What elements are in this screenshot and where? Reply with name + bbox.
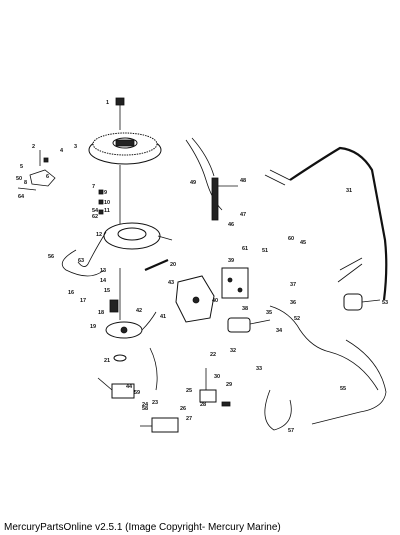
callout-46: 46 [228,222,234,228]
image-caption: MercuryPartsOnline v2.5.1 (Image Copyrig… [4,522,281,533]
callout-42: 42 [136,308,142,314]
callout-43: 43 [168,280,174,286]
callout-16: 16 [68,290,74,296]
lower-lead [264,389,292,431]
callout-11: 11 [104,208,110,214]
callout-57: 57 [288,428,294,434]
callout-60: 60 [288,236,294,242]
callout-32: 32 [230,348,236,354]
callout-8: 8 [24,180,27,186]
callout-12: 12 [96,232,102,238]
callout-30: 30 [214,374,220,380]
stator [77,222,173,267]
main-harness [264,146,388,301]
lower-harness [269,305,379,391]
callout-23: 23 [152,400,158,406]
callout-22: 22 [210,352,216,358]
callout-48: 48 [240,178,246,184]
callout-62: 62 [92,214,98,220]
callout-24: 24 [142,402,149,408]
callout-5: 5 [20,164,23,170]
spacer [113,354,127,362]
trigger-assembly [105,268,157,339]
lower-center-parts [199,368,231,407]
callout-6: 6 [46,174,49,180]
exploded-parts-diagram: 1 2 3 4 5 6 7 8 9 10 11 12 13 14 15 16 1… [16,97,388,434]
callout-29: 29 [226,382,232,388]
callout-34: 34 [276,328,283,334]
callout-2: 2 [32,144,35,150]
callout-56: 56 [48,254,54,260]
callout-3: 3 [74,144,77,150]
callout-36: 36 [290,300,296,306]
coil-bracket-parts [17,150,56,191]
callout-27: 27 [186,416,192,422]
callout-53: 53 [382,300,388,306]
callout-9: 9 [104,190,107,196]
callout-55: 55 [340,386,346,392]
callout-39: 39 [228,258,234,264]
callout-1: 1 [106,100,109,106]
callout-4: 4 [60,148,64,154]
callout-63: 63 [78,258,84,264]
switch-box [221,267,249,299]
flywheel-nut [115,97,125,130]
callout-20: 20 [170,262,176,268]
stator-lead [61,249,105,277]
callout-19: 19 [90,324,96,330]
callout-38: 38 [242,306,248,312]
callout-44: 44 [126,384,133,390]
callout-labels: 1 2 3 4 5 6 7 8 9 10 11 12 13 14 15 16 1… [16,100,388,434]
callout-14: 14 [100,278,107,284]
callout-45: 45 [300,240,306,246]
center-harness [185,137,238,221]
callout-47: 47 [240,212,246,218]
center-bracket [175,275,215,323]
callout-10: 10 [104,200,110,206]
callout-35: 35 [266,310,272,316]
callout-52: 52 [294,316,300,322]
flywheel [88,132,162,165]
callout-15: 15 [104,288,110,294]
link-rod [144,258,169,272]
callout-37: 37 [290,282,296,288]
callout-50: 50 [16,176,22,182]
stator-screws [98,165,121,225]
callout-28: 28 [200,402,206,408]
lower-left-bracket [97,377,135,399]
callout-26: 26 [180,406,186,412]
callout-31: 31 [346,188,352,194]
callout-51: 51 [262,248,268,254]
rectifier [227,317,271,333]
callout-49: 49 [190,180,196,186]
lower-harness-2 [311,339,387,425]
callout-18: 18 [98,310,104,316]
callout-64: 64 [18,194,25,200]
callout-25: 25 [186,388,192,394]
callout-33: 33 [256,366,262,372]
callout-58: 58 [142,406,148,412]
callout-21: 21 [104,358,110,364]
callout-17: 17 [80,298,86,304]
bottom-clamp [140,417,179,433]
center-lower-lead [149,347,158,391]
callout-41: 41 [160,314,166,320]
callout-54: 54 [92,208,99,214]
callout-7: 7 [92,184,95,190]
key-switch [343,293,381,311]
callout-13: 13 [100,268,106,274]
callout-40: 40 [212,298,218,304]
callout-61: 61 [242,246,248,252]
callout-59: 59 [134,390,140,396]
